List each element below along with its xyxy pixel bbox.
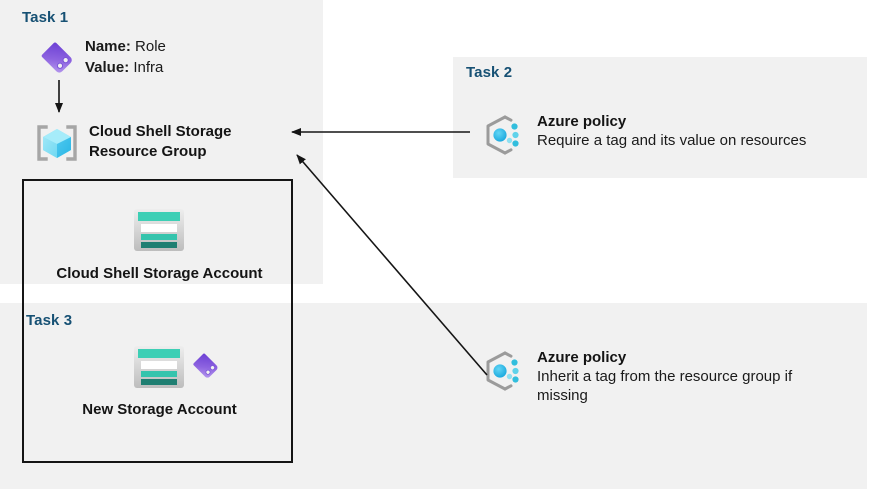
tag-key-value-block: Name: Role Value: Infra: [85, 36, 166, 78]
task3-label: Task 3: [26, 312, 73, 329]
tag-icon: [40, 38, 80, 78]
cloud-shell-storage-account-caption: Cloud Shell Storage Account: [56, 265, 263, 282]
azure-policy-title: Azure policy: [537, 349, 627, 366]
azure-policy-description: Require a tag and its value on resources: [537, 132, 807, 149]
tag-name-key: Name:: [85, 38, 131, 55]
tag-name-value: Role: [135, 38, 166, 55]
tag-icon: [192, 350, 224, 382]
resource-group-container-box: [22, 179, 293, 463]
azure-policy-title: Azure policy: [537, 113, 627, 130]
azure-policy-description: Inherit a tag from the resource group if…: [537, 368, 793, 404]
azure-policy-inherit-tag-text: Azure policy Inherit a tag from the reso…: [537, 348, 847, 405]
resource-group-caption: Cloud Shell Storage Resource Group: [89, 123, 232, 160]
resource-group-icon: [32, 118, 82, 168]
new-storage-account-caption: New Storage Account: [82, 401, 237, 418]
storage-account-icon: [133, 208, 185, 252]
panel-task2-background: [453, 57, 867, 178]
tag-value-value: Infra: [133, 59, 164, 76]
tag-name-line: Name: Role: [85, 36, 166, 57]
task2-label: Task 2: [466, 64, 513, 81]
azure-policy-icon: [479, 348, 525, 394]
azure-policy-icon: [479, 112, 525, 158]
storage-account-icon: [133, 345, 185, 389]
task1-label: Task 1: [22, 9, 69, 26]
tag-value-key: Value:: [85, 59, 130, 76]
azure-policy-require-tag-text: Azure policy Require a tag and its value…: [537, 112, 867, 150]
tag-value-line: Value: Infra: [85, 57, 166, 78]
